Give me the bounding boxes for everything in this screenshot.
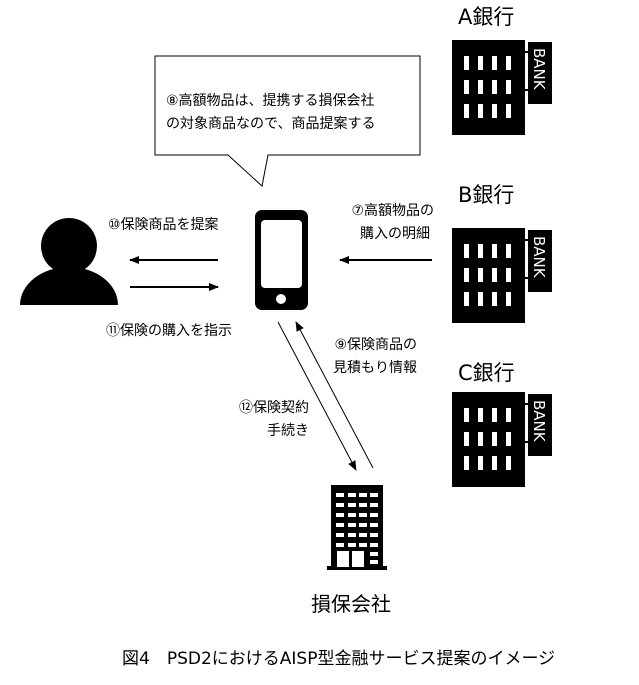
estimate-label-line2: 見積もり情報 — [333, 360, 417, 376]
bank-a-label: A銀行 — [458, 5, 515, 29]
contract-label-line1: ⑫保険契約 — [239, 400, 309, 416]
person-icon — [20, 218, 118, 305]
figure-caption: 図4 PSD2におけるAISP型金融サービス提案のイメージ — [122, 649, 556, 669]
bank-a-sign: BANK — [530, 48, 548, 91]
bubble-text-line2: の対象商品なので、商品提案する — [166, 116, 376, 132]
bank-c-sign: BANK — [530, 400, 548, 443]
bubble-text-line1: ⑧高額物品は、提携する損保会社 — [166, 93, 375, 109]
purchase-instruction-label: ⑪保険の購入を指示 — [106, 323, 232, 339]
statement-label-line2: 購入の明細 — [360, 226, 430, 242]
smartphone-icon — [255, 210, 308, 310]
contract-label-line2: 手続き — [267, 423, 309, 439]
speech-bubble — [154, 55, 421, 187]
statement-label-line1: ⑦高額物品の — [351, 203, 434, 219]
bank-c-label: C銀行 — [458, 361, 515, 385]
bank-b-label: B銀行 — [458, 183, 515, 207]
proposal-label: ⑩保険商品を提案 — [108, 217, 219, 233]
insurance-company-label: 損保会社 — [311, 592, 391, 616]
estimate-label-line1: ⑨保険商品の — [334, 337, 417, 353]
arrow-insurer-to-phone — [295, 321, 374, 469]
bank-b-sign: BANK — [530, 236, 548, 279]
arrow-phone-to-insurer — [277, 321, 357, 471]
insurance-company-building-icon — [327, 485, 387, 570]
